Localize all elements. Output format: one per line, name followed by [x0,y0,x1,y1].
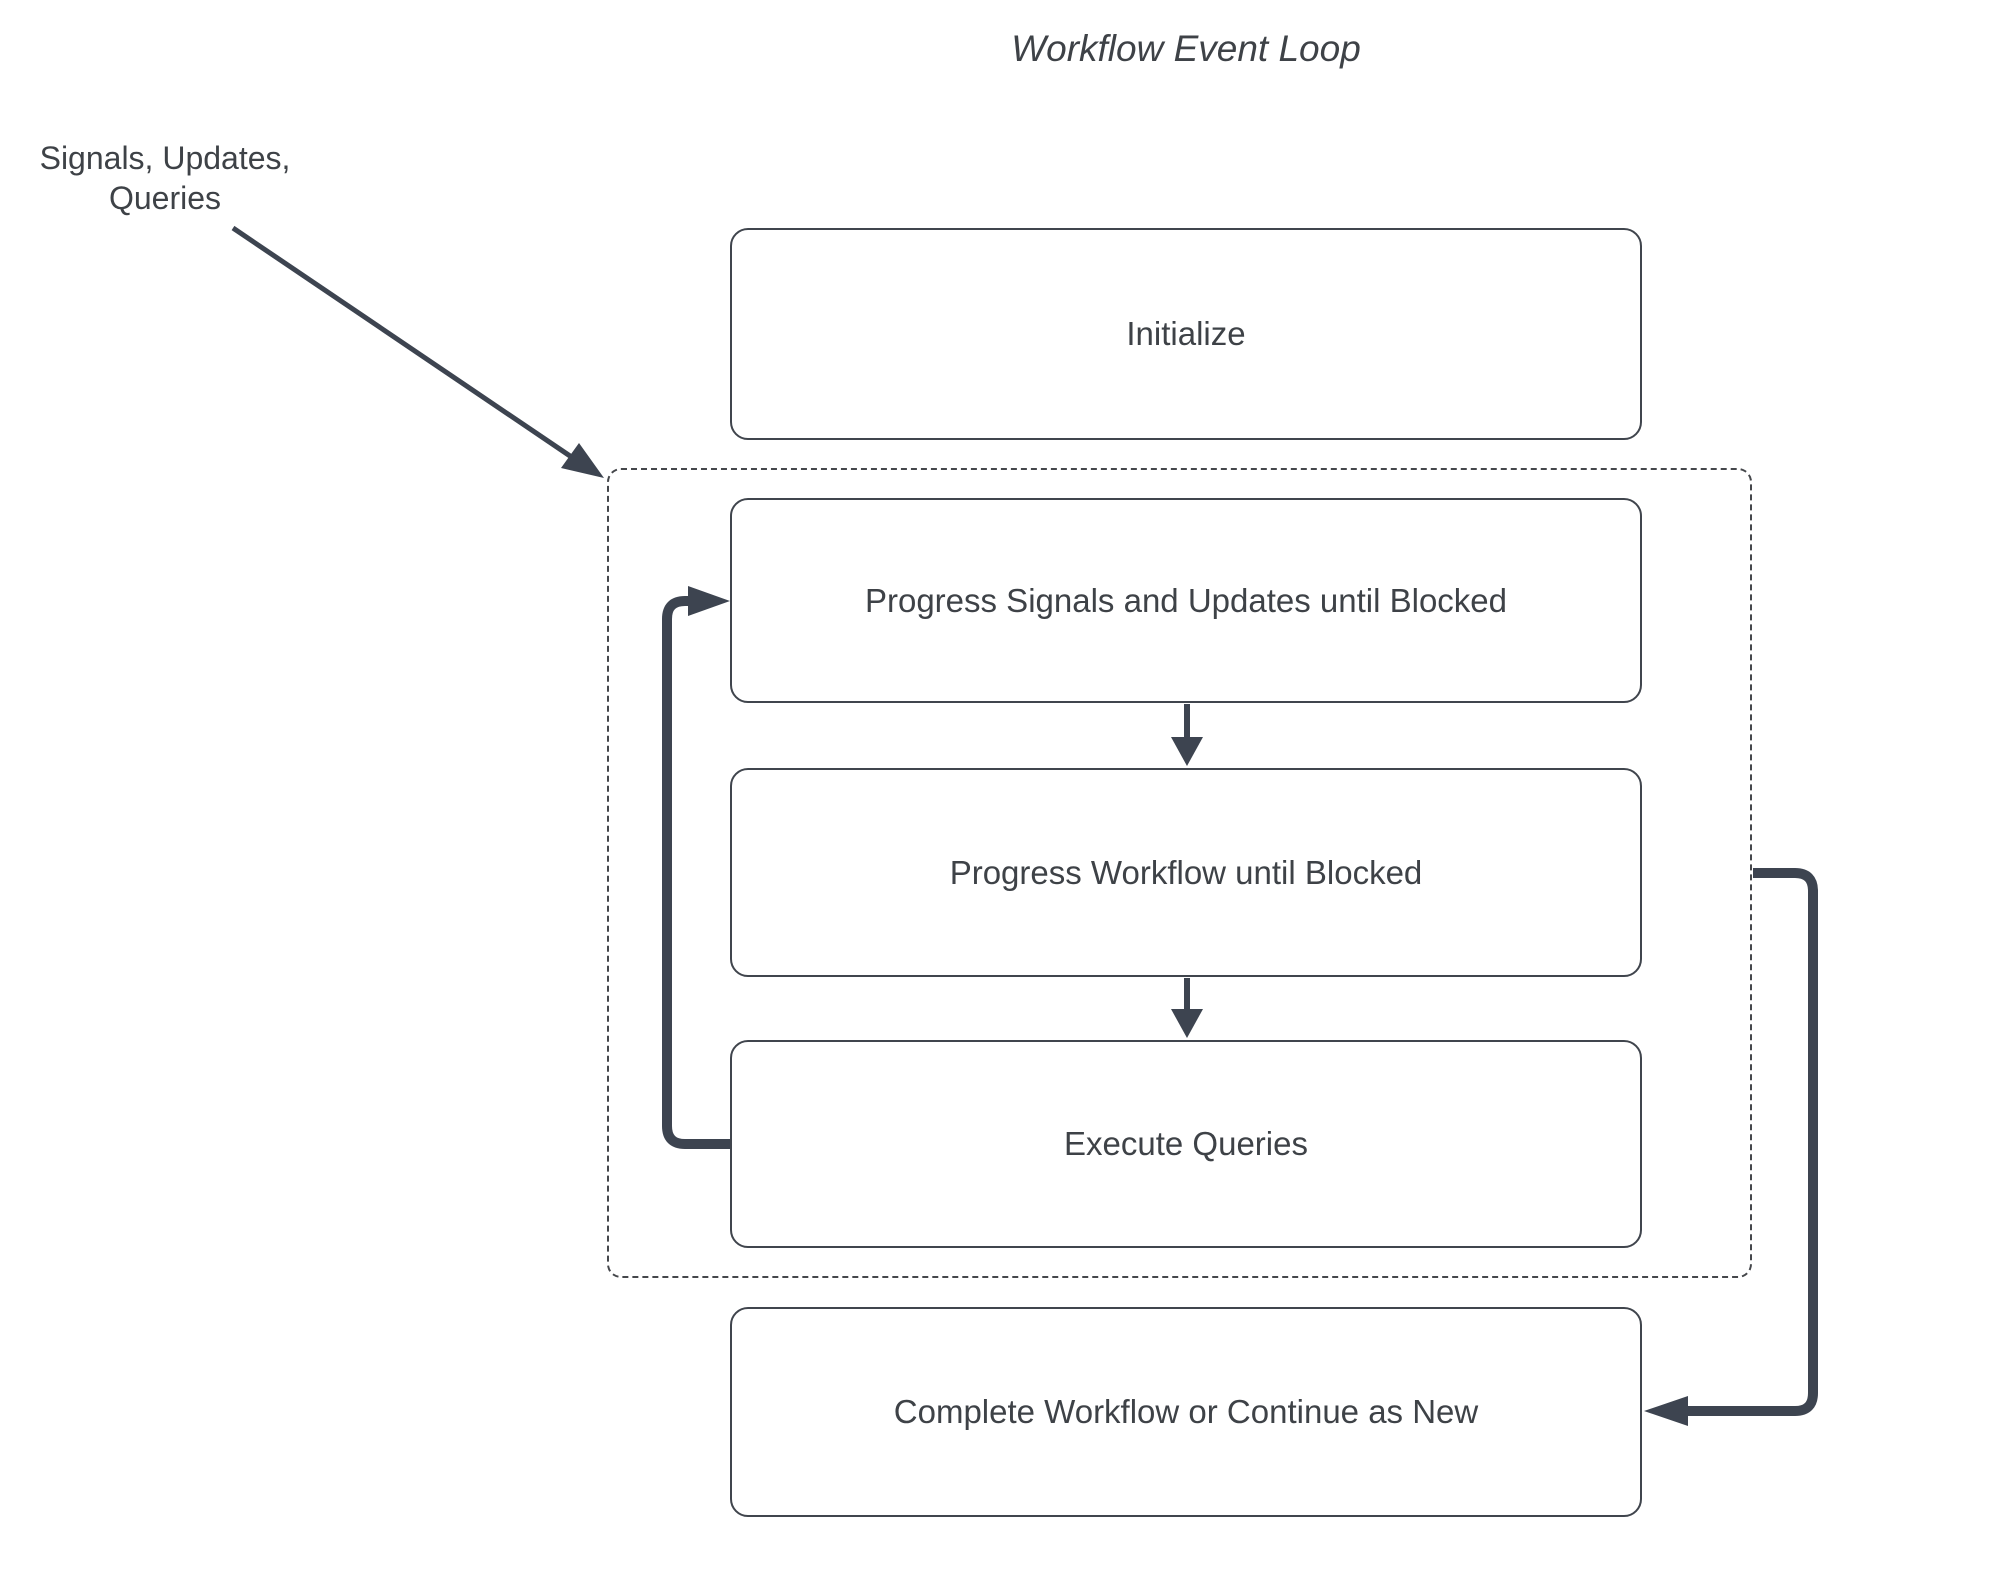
node-progress-workflow: Progress Workflow until Blocked [730,768,1642,977]
node-initialize: Initialize [730,228,1642,440]
node-execute-queries: Execute Queries [730,1040,1642,1248]
node-progress-workflow-label: Progress Workflow until Blocked [949,853,1423,891]
arrow-external-inputs-to-event-loop [231,225,604,478]
node-initialize-label: Initialize [1126,315,1246,352]
external-inputs-label-line1: Signals, Updates, [39,140,291,176]
external-inputs-label: Signals, Updates, Queries [20,138,310,218]
external-inputs-label-line2: Queries [108,180,222,216]
node-complete-workflow-label: Complete Workflow or Continue as New [893,1393,1479,1430]
node-progress-signals-updates-label: Progress Signals and Updates until Block… [864,581,1508,619]
node-complete-workflow: Complete Workflow or Continue as New [730,1307,1642,1517]
diagram-title: Workflow Event Loop [1011,28,1361,69]
node-execute-queries-label: Execute Queries [1064,1125,1308,1162]
node-progress-signals-updates: Progress Signals and Updates until Block… [730,498,1642,703]
